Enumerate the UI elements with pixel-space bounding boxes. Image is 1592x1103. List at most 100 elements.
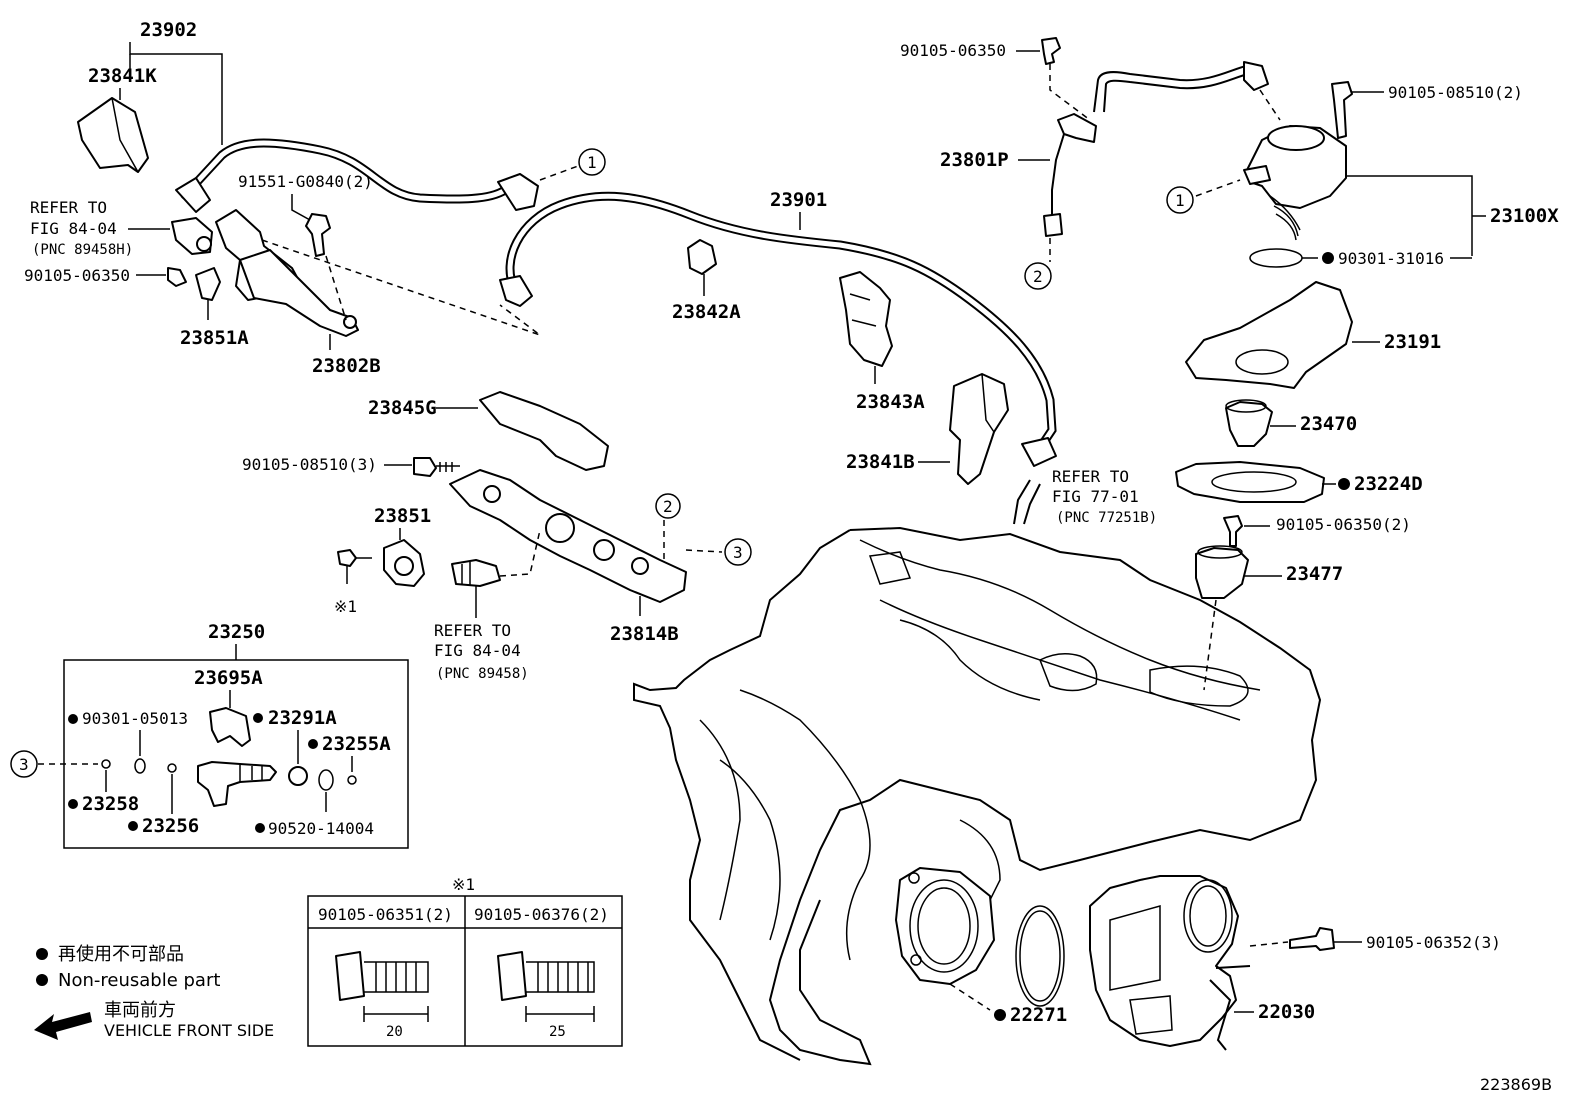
engine-outline (633, 526, 1322, 1066)
refer-fig-label-3: FIG 84-04 (434, 641, 521, 660)
gasket-22271 (1015, 905, 1065, 1007)
bolt-90105-06350-left (167, 267, 187, 287)
connector-23841K (77, 97, 149, 173)
label-23802B: 23802B (312, 355, 381, 377)
fuel-pipe-23801P (1093, 65, 1247, 113)
callout-1-pump (1166, 186, 1194, 214)
callout-2-pipe-text: 2 (1033, 267, 1043, 286)
label-23224D: 23224D (1354, 473, 1423, 495)
group-throttle: 22271 22030 90105-06352(3) (895, 867, 1501, 1051)
throttle-body-22030 (1089, 875, 1239, 1047)
injector-kit-box (63, 659, 409, 849)
label-23258: 23258 (82, 793, 139, 815)
group-23100X: 90105-08510(2) 1 23100X 90301-31016 (1166, 81, 1559, 268)
bolt-90105-06352 (1289, 927, 1335, 951)
label-23256: 23256 (142, 815, 199, 837)
intake-flange (895, 867, 995, 985)
callout-3-kit-text: 3 (19, 755, 29, 774)
non-reusable-dot-icon-2 (36, 974, 48, 986)
sensor-89458 (451, 559, 501, 587)
label-23191: 23191 (1384, 331, 1441, 353)
bolt-table-title: ※1 (452, 875, 475, 894)
legend-en-nonreusable: Non-reusable part (58, 970, 220, 991)
callout-3-rail (724, 538, 752, 566)
injector-23250 (197, 761, 277, 807)
front-arrow-icon (34, 1012, 92, 1040)
callout-1-hose (578, 148, 606, 176)
label-22271: 22271 (1010, 1004, 1067, 1026)
refer-pnc-label-3: (PNC 89458) (436, 666, 529, 682)
refer-to-label-3: REFER TO (434, 621, 511, 640)
label-23851: 23851 (374, 505, 431, 527)
legend: 再使用不可部品 Non-reusable part 車両前方 VEHICLE F… (34, 944, 274, 1040)
housing-23477 (1195, 547, 1249, 599)
bolt-table-col2: 90105-06376(2) (474, 905, 609, 924)
label-23845G: 23845G (368, 397, 437, 419)
label-23801P: 23801P (940, 149, 1009, 171)
refer-to-label-1: REFER TO (30, 198, 107, 217)
label-90301-05013: 90301-05013 (82, 709, 188, 728)
bolt-90105-06350-top (1041, 37, 1061, 65)
label-23843A: 23843A (856, 391, 925, 413)
refer-fig-label-2: FIG 77-01 (1052, 487, 1139, 506)
gasket-23224D (1175, 461, 1325, 503)
label-23470: 23470 (1300, 413, 1357, 435)
note-x1-label: ※1 (334, 597, 357, 616)
bolt-90105-08510-3 (413, 457, 437, 477)
bracket-23191 (1185, 281, 1353, 389)
group-fuel-rail: 23845G 90105-08510(3) 23814B 2 3 23851 ※… (242, 391, 752, 682)
group-23801P: 90105-06350 23801P 2 (900, 37, 1281, 290)
label-23902: 23902 (140, 19, 197, 41)
clip-23695A (209, 707, 251, 747)
refer-fig-label-1: FIG 84-04 (30, 219, 117, 238)
label-23291A: 23291A (268, 707, 337, 729)
label-91551-G0840: 91551-G0840(2) (238, 172, 373, 191)
label-23814B: 23814B (610, 623, 679, 645)
bolt-x1 (337, 549, 357, 567)
label-90301-31016: 90301-31016 (1338, 249, 1444, 268)
label-90105-06350-2: 90105-06350(2) (1276, 515, 1411, 534)
label-22030: 22030 (1258, 1001, 1315, 1023)
callout-3-kit (10, 750, 38, 778)
group-23902: 23902 23841K 1 REFER TO FIG 84-04 (PNC 8… (24, 19, 606, 377)
label-90520-14004: 90520-14004 (268, 819, 374, 838)
diagram-id: 223869B (1480, 1075, 1552, 1094)
legend-jp-front: 車両前方 (104, 1000, 176, 1021)
lifter-23470 (1225, 401, 1273, 447)
bolt-91551-G0840 (305, 213, 331, 257)
oring-90301-31016 (1249, 248, 1303, 268)
bracket-23851A (195, 267, 221, 301)
label-90105-08510-3: 90105-08510(3) (242, 455, 377, 474)
legend-en-front: VEHICLE FRONT SIDE (104, 1021, 274, 1040)
bolt-90105-06376 (497, 951, 527, 1001)
clip-23842A (687, 239, 717, 275)
callout-2-pipe (1024, 262, 1052, 290)
callout-1-text: 1 (587, 153, 597, 172)
non-reusable-dot-icon (36, 948, 48, 960)
group-23901: 23901 23842A 23843A 23841B REFER TO FIG … (499, 189, 1157, 526)
bolt-90105-08510-2 (1331, 81, 1353, 139)
callout-3-rail-text: 3 (733, 543, 743, 562)
label-90105-06350-left: 90105-06350 (24, 266, 130, 285)
bolt-length-25: 25 (549, 1024, 566, 1040)
label-23250: 23250 (208, 621, 265, 643)
bolt-table: ※1 90105-06351(2) 90105-06376(2) 20 25 (307, 875, 623, 1047)
bolt-length-20: 20 (386, 1024, 403, 1040)
label-90105-06352-3: 90105-06352(3) (1366, 933, 1501, 952)
bolt-90105-06351 (335, 951, 365, 1001)
label-23842A: 23842A (672, 301, 741, 323)
callout-1-pump-text: 1 (1175, 191, 1185, 210)
bolt-90105-06350-2 (1223, 515, 1243, 547)
clamp-23843A (839, 271, 893, 367)
label-23841K: 23841K (88, 65, 157, 87)
group-pump-components: 23191 23470 23224D 90105-06350(2) 23477 (1175, 281, 1441, 691)
label-23695A: 23695A (194, 667, 263, 689)
refer-pnc-label-2: (PNC 77251B) (1056, 510, 1157, 526)
refer-pnc-label-1: (PNC 89458H) (32, 242, 133, 258)
insulator-23845G (479, 391, 609, 471)
label-23901: 23901 (770, 189, 827, 211)
bolt-table-col1: 90105-06351(2) (318, 905, 453, 924)
ring-23291A (288, 766, 308, 786)
